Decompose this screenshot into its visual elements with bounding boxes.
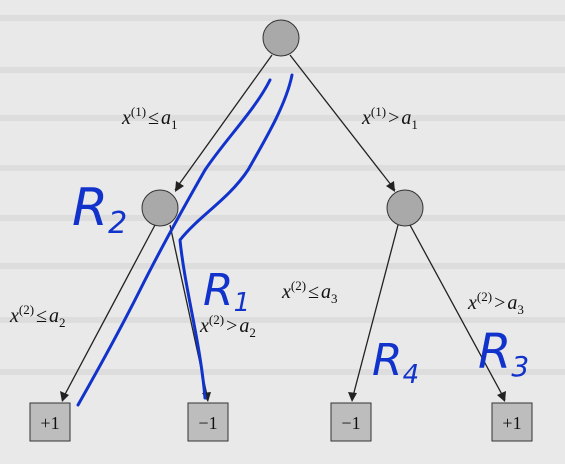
edge-right-right (409, 224, 506, 401)
leaf-nodes: +1 −1 −1 +1 (29, 402, 533, 442)
region-labels: R2 R1 R4 R3 (72, 178, 529, 390)
edge-label-left-left: x(2)≤a2 (9, 302, 66, 330)
leaf-label-4: +1 (502, 413, 521, 433)
edge-label-root-left: x(1)≤a1 (121, 104, 178, 132)
arrow-left-left (60, 391, 69, 402)
arrow-root-right (386, 181, 395, 192)
root-node (262, 19, 300, 57)
background-texture (0, 15, 565, 375)
leaf-box-3 (330, 402, 372, 442)
region-label-r2: R2 (72, 178, 127, 241)
edge-labels: x(1)≤a1 x(1)>a1 x(2)≤a2 x(2)>a2 x(2)≤a3 … (9, 104, 524, 340)
edge-left-left (61, 224, 156, 401)
region-label-r4: R4 (372, 335, 419, 390)
leaf-label-2: −1 (198, 413, 217, 433)
handwritten-ink (76, 73, 294, 407)
leaf-box-1 (29, 402, 71, 442)
edge-label-left-right: x(2)>a2 (199, 312, 256, 340)
region-label-r1: R1 (203, 265, 250, 318)
region-label-r3: R3 (478, 324, 529, 383)
leaf-label-1: +1 (40, 413, 59, 433)
edge-label-root-right: x(1)>a1 (361, 104, 418, 132)
leaf-box-2 (187, 402, 229, 442)
leaf-box-4 (491, 402, 533, 442)
edge-root-left (174, 54, 273, 191)
ink-stroke-r2-path (76, 78, 272, 407)
ink-stroke-r1-path (178, 73, 294, 400)
edge-right-left (351, 224, 399, 401)
edge-label-right-right: x(2)>a3 (467, 289, 524, 317)
tree-edges (61, 54, 506, 401)
arrow-root-left (175, 181, 184, 192)
left-internal-node (141, 189, 179, 227)
arrow-right-right (497, 391, 506, 402)
edge-root-right (289, 54, 396, 191)
right-internal-node (386, 189, 424, 227)
arrow-right-left (348, 392, 357, 402)
leaf-label-3: −1 (341, 413, 360, 433)
edge-label-right-left: x(2)≤a3 (281, 278, 338, 306)
